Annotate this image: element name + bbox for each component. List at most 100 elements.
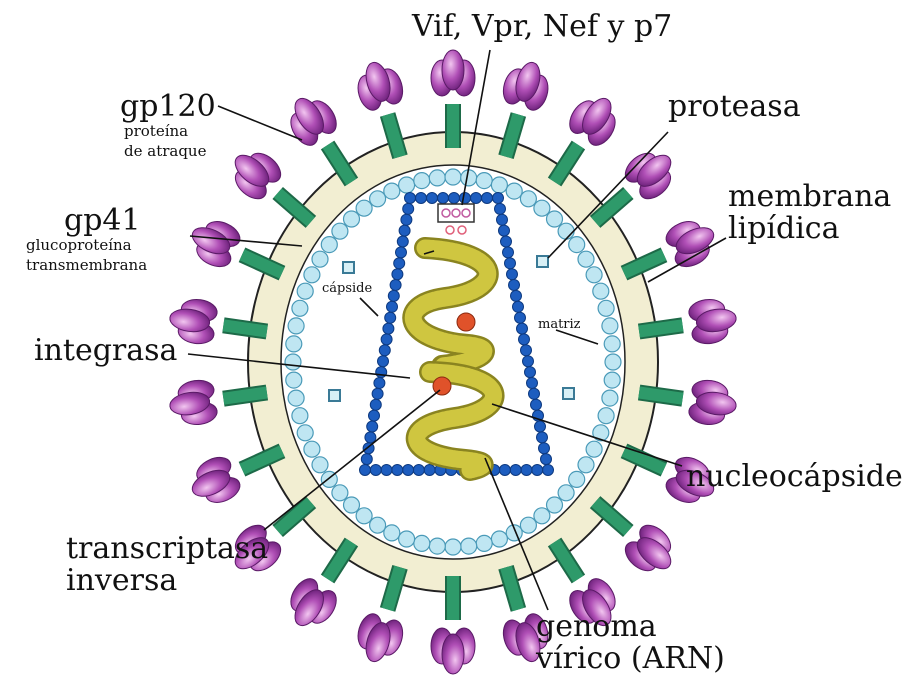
gp120-knob	[280, 574, 342, 636]
matrix-bead	[297, 283, 313, 299]
capsid-bead	[532, 465, 543, 476]
gp41-stalk-fill	[639, 325, 683, 331]
label-reverse-transcriptase-line2: inversa	[66, 566, 177, 596]
capsid-bead	[372, 388, 383, 399]
matrix-bead	[602, 390, 618, 406]
gp41-stalk-fill	[639, 393, 683, 399]
gp120-knob	[351, 56, 406, 113]
matrix-bead	[321, 237, 337, 253]
matrix-bead	[598, 300, 614, 316]
label-gp120: gp120	[120, 92, 216, 122]
matrix-bead	[520, 517, 536, 533]
matrix-bead	[578, 251, 594, 267]
matrix-bead	[558, 223, 574, 239]
matrix-bead	[605, 354, 621, 370]
matrix-bead	[534, 508, 550, 524]
label-protease: proteasa	[668, 92, 801, 122]
matrix-bead	[547, 211, 563, 227]
matrix-bead	[286, 336, 302, 352]
capsid-bead	[385, 312, 396, 323]
matrix-bead	[461, 538, 477, 554]
label-membrane-line2: lipídica	[728, 214, 839, 244]
capsid-bead	[396, 247, 407, 258]
matrix-bead	[399, 177, 415, 193]
gp120-knob	[431, 628, 475, 674]
capsid-bead	[427, 193, 438, 204]
matrix-bead	[292, 408, 308, 424]
matrix-bead	[593, 283, 609, 299]
knob-lobe	[442, 50, 464, 90]
gp120-knob	[687, 296, 739, 346]
capsid-bead	[517, 323, 528, 334]
capsid-bead	[460, 193, 471, 204]
capsid-bead	[403, 203, 414, 214]
matrix-bead	[312, 457, 328, 473]
matrix-bead	[304, 267, 320, 283]
capsid-bead	[379, 345, 390, 356]
capsid-bead	[521, 345, 532, 356]
matrix-bead	[506, 183, 522, 199]
label-gp41-sub2: transmembrana	[26, 258, 147, 273]
capsid-bead	[521, 465, 532, 476]
capsid-bead	[361, 454, 372, 465]
matrix-bead	[598, 408, 614, 424]
matrix-bead	[288, 390, 304, 406]
capsid-bead	[367, 421, 378, 432]
capsid-bead	[537, 432, 548, 443]
matrix-bead	[429, 170, 445, 186]
matrix-bead	[285, 354, 301, 370]
matrix-bead	[429, 538, 445, 554]
capsid-bead	[482, 193, 493, 204]
capsid-bead	[403, 465, 414, 476]
matrix-bead	[399, 531, 415, 547]
capsid-bead	[531, 399, 542, 410]
capsid-bead	[510, 465, 521, 476]
matrix-bead	[547, 497, 563, 513]
matrix-bead	[370, 191, 386, 207]
gp120-knob	[499, 56, 554, 113]
capsid-bead	[392, 269, 403, 280]
label-integrase: integrasa	[34, 336, 177, 366]
label-nucleocapsid: nucleocápside	[686, 462, 903, 492]
capsid-bead	[527, 378, 538, 389]
capsid-bead	[535, 421, 546, 432]
matrix-bead	[604, 372, 620, 388]
capsid-bead	[413, 465, 424, 476]
capsid-bead	[416, 193, 427, 204]
capsid-bead	[378, 356, 389, 367]
matrix-bead	[476, 173, 492, 189]
matrix-bead	[356, 200, 372, 216]
label-accessory-proteins: Vif, Vpr, Nef y p7	[412, 12, 672, 42]
capsid-bead	[515, 312, 526, 323]
label-gp41-sub1: glucoproteína	[26, 238, 132, 253]
matrix-bead	[384, 525, 400, 541]
matrix-bead	[356, 508, 372, 524]
label-genome-line2: vírico (ARN)	[536, 644, 725, 674]
capsid-bead	[519, 334, 530, 345]
label-gp41: gp41	[64, 206, 141, 236]
capsid-bead	[507, 269, 518, 280]
capsid-bead	[387, 301, 398, 312]
capsid-bead	[497, 214, 508, 225]
label-capsid: cápside	[322, 282, 372, 295]
matrix-bead	[569, 237, 585, 253]
capsid-bead	[509, 280, 520, 291]
gp120-knob	[662, 212, 722, 271]
matrix-bead	[586, 267, 602, 283]
capsid-bead	[529, 388, 540, 399]
capsid-bead	[495, 203, 506, 214]
matrix-bead	[569, 471, 585, 487]
label-gp120-sub1: proteína	[124, 124, 188, 139]
matrix-bead	[491, 531, 507, 547]
matrix-bead	[344, 497, 360, 513]
capsid-bead	[501, 236, 512, 247]
capsid-bead	[370, 399, 381, 410]
matrix-bead	[384, 183, 400, 199]
capsid-bead	[381, 465, 392, 476]
capsid-bead	[394, 258, 405, 269]
matrix-bead	[604, 336, 620, 352]
capsid-bead	[397, 236, 408, 247]
capsid-bead	[360, 465, 371, 476]
matrix-bead	[414, 173, 430, 189]
matrix-bead	[344, 211, 360, 227]
